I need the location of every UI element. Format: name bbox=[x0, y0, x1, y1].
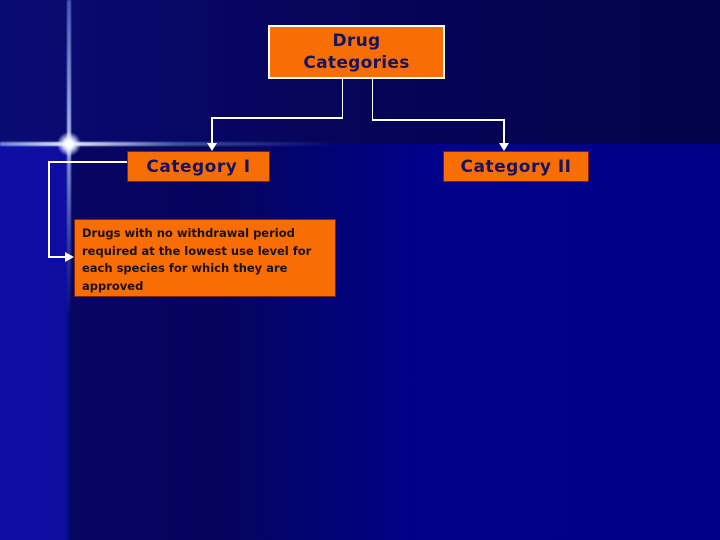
arrowhead-down-category-2-icon bbox=[499, 143, 509, 151]
connector-root-left-horizontal bbox=[211, 117, 343, 119]
category-1-box: Category I bbox=[127, 151, 270, 182]
note-box: Drugs with no withdrawal period required… bbox=[74, 219, 336, 297]
note-line-1: Drugs with no withdrawal period bbox=[82, 226, 295, 240]
arrowhead-right-note-icon bbox=[65, 252, 74, 262]
connector-elbow-vertical bbox=[48, 161, 50, 257]
background-bottom-band bbox=[0, 144, 720, 540]
category-2-box: Category II bbox=[443, 151, 589, 182]
title-line-1: Drug bbox=[332, 31, 381, 51]
connector-elbow-bottom bbox=[48, 256, 65, 258]
note-line-3: each species for which they are bbox=[82, 261, 288, 275]
connector-root-left-vertical bbox=[341, 79, 343, 118]
connector-root-right-horizontal bbox=[371, 119, 505, 121]
note-line-4: approved bbox=[82, 278, 144, 293]
lens-flare-horizontal-beam bbox=[0, 142, 340, 146]
lens-flare-vertical-beam bbox=[67, 0, 71, 318]
connector-category-1-drop bbox=[211, 117, 213, 143]
title-box: Drug Categories bbox=[268, 25, 445, 79]
connector-category-2-drop bbox=[503, 119, 505, 143]
lens-flare-core-icon bbox=[57, 132, 81, 156]
connector-elbow-top bbox=[48, 161, 127, 163]
title-line-2: Categories bbox=[303, 53, 410, 73]
category-1-label: Category I bbox=[146, 156, 251, 177]
connector-root-right-vertical bbox=[371, 79, 373, 121]
note-line-2: required at the lowest use level for bbox=[82, 243, 312, 258]
category-2-label: Category II bbox=[460, 156, 572, 177]
arrowhead-down-category-1-icon bbox=[207, 143, 217, 151]
